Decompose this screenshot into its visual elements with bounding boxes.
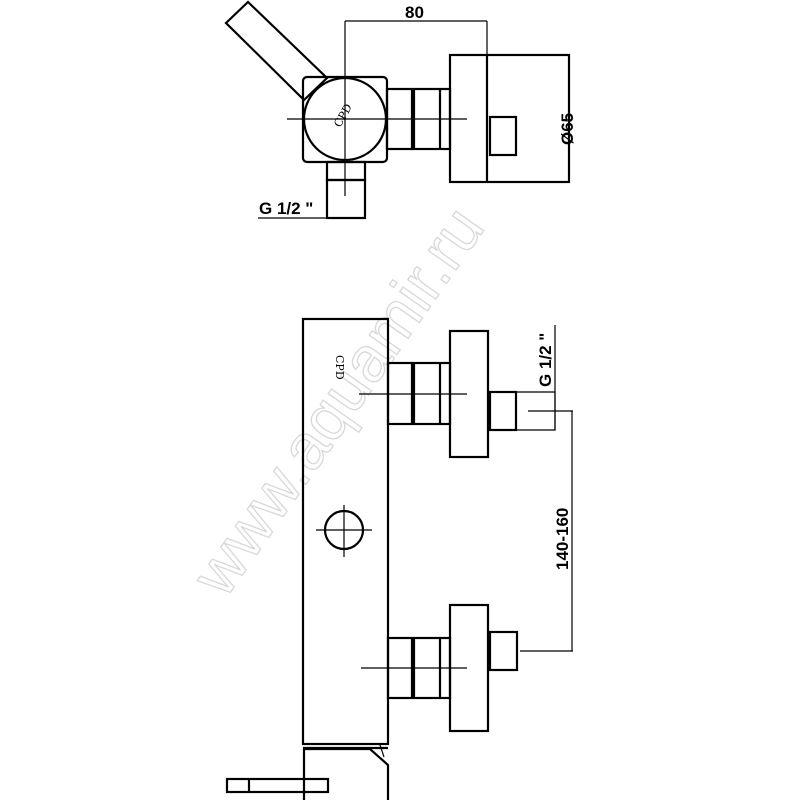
brand-logo: CPD: [333, 355, 346, 380]
top-view: CPD G 1/2 " 80 Ø65: [224, 0, 577, 220]
dimension-140-160-label: 140-160: [553, 508, 572, 570]
inlet-pipe: [325, 178, 367, 220]
upper-nipple: [488, 390, 518, 432]
spout: [302, 747, 390, 800]
spout-edge: [379, 744, 385, 758]
inlet-thread-label: G 1/2 ": [259, 199, 313, 218]
brand-logo: CPD: [331, 102, 355, 130]
eccentric-nipple: [488, 115, 518, 157]
lever-handle: [224, 0, 329, 102]
mixer-body-front: [301, 317, 390, 746]
inlet-nut: [325, 160, 367, 182]
outlet-thread-label: G 1/2 ": [536, 333, 555, 387]
wall-flange-top: [448, 53, 571, 184]
lower-nipple: [488, 630, 519, 672]
front-view: CPD G 1/2 " 140-160: [225, 317, 573, 800]
shower-lever: [225, 777, 330, 794]
dimension-80-label: 80: [405, 3, 424, 22]
diameter-label: Ø65: [558, 113, 577, 145]
